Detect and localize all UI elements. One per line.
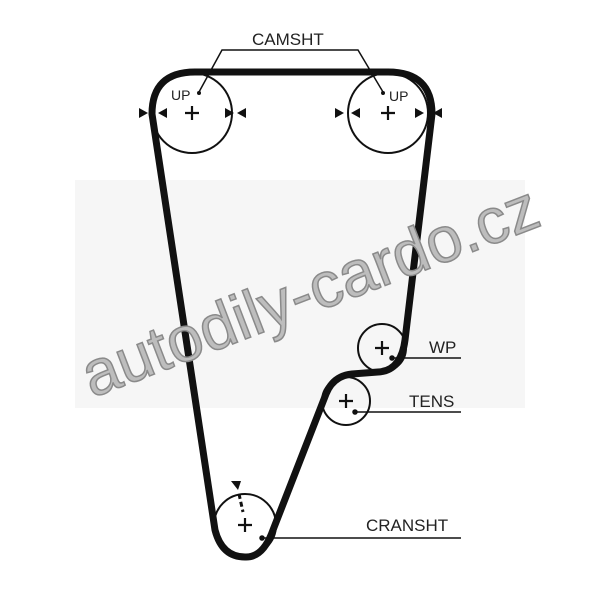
tensioner-label: TENS [409, 392, 454, 411]
crankshaft-label: CRANSHT [366, 516, 448, 535]
water-pump-label: WP [429, 338, 456, 357]
crank-timing-mark [237, 493, 245, 513]
up-mark-right: UP [389, 88, 408, 104]
watermark-background [75, 180, 525, 408]
timing-belt [148, 68, 436, 561]
camshaft-leader [198, 49, 384, 93]
camshaft-label: CAMSHT [252, 30, 324, 49]
up-mark-left: UP [171, 87, 190, 103]
timing-mark-arrows [139, 108, 442, 490]
center-marks [185, 106, 395, 532]
